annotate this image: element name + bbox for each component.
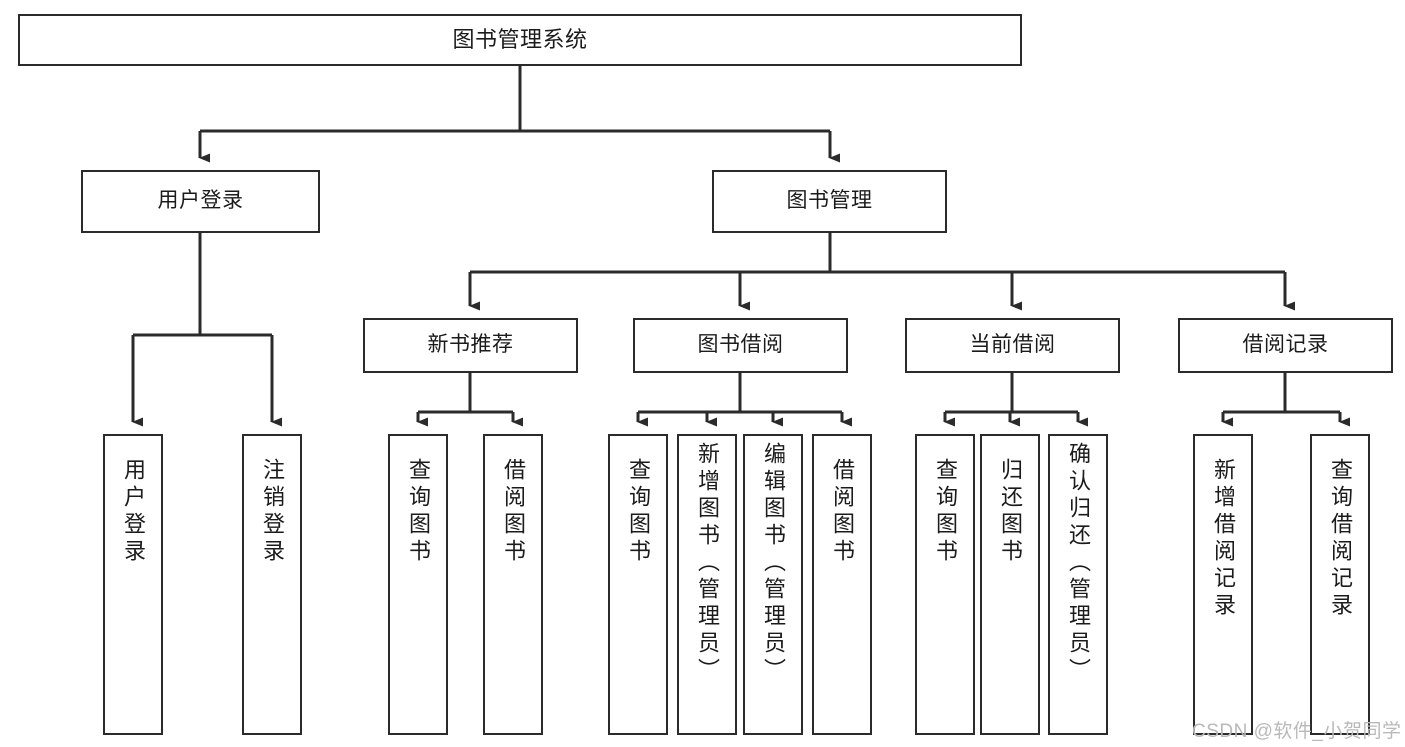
leaf-query-book-recommend[interactable]: 查询图书 [388, 434, 448, 735]
leaf-label: 查询图书 [406, 458, 431, 566]
leaf-edit-book-admin[interactable]: 编辑图书（管理员） [743, 434, 803, 735]
leaf-label: 查询图书 [626, 458, 651, 566]
node-book-borrow[interactable]: 图书借阅 [633, 318, 848, 373]
leaf-borrow-book-recommend[interactable]: 借阅图书 [483, 434, 543, 735]
node-label: 借阅记录 [1242, 333, 1329, 357]
leaf-return-book[interactable]: 归还图书 [980, 434, 1040, 735]
leaf-borrow-book-borrow[interactable]: 借阅图书 [812, 434, 872, 735]
leaf-label: 新增借阅记录 [1211, 458, 1236, 620]
node-current-borrow[interactable]: 当前借阅 [905, 318, 1120, 373]
node-label: 图书管理系统 [452, 27, 588, 53]
node-root-system[interactable]: 图书管理系统 [18, 14, 1022, 66]
leaf-label: 查询图书 [933, 458, 958, 566]
leaf-label: 用户登录 [121, 458, 146, 566]
leaf-label: 新增图书（管理员） [695, 442, 720, 685]
node-label: 用户登录 [157, 189, 244, 213]
leaf-confirm-return-admin[interactable]: 确认归还（管理员） [1048, 434, 1108, 735]
leaf-user-login[interactable]: 用户登录 [103, 434, 163, 735]
node-label: 图书管理 [786, 189, 873, 213]
leaf-label: 归还图书 [998, 458, 1023, 566]
leaf-label: 确认归还（管理员） [1066, 442, 1091, 685]
node-book-manage[interactable]: 图书管理 [712, 170, 947, 233]
node-borrow-record[interactable]: 借阅记录 [1178, 318, 1393, 373]
watermark-text: CSDN @软件_小贺同学 [1192, 721, 1402, 742]
leaf-label: 编辑图书（管理员） [761, 442, 786, 685]
node-new-book-recommend[interactable]: 新书推荐 [363, 318, 578, 373]
leaf-add-borrow-record[interactable]: 新增借阅记录 [1193, 434, 1253, 735]
leaf-logout[interactable]: 注销登录 [242, 434, 302, 735]
leaf-add-book-admin[interactable]: 新增图书（管理员） [677, 434, 737, 735]
leaf-query-book-current[interactable]: 查询图书 [915, 434, 975, 735]
node-user-login[interactable]: 用户登录 [81, 170, 320, 233]
leaf-label: 借阅图书 [501, 458, 526, 566]
leaf-label: 借阅图书 [830, 458, 855, 566]
leaf-label: 注销登录 [260, 458, 285, 566]
leaf-query-book-borrow[interactable]: 查询图书 [608, 434, 668, 735]
node-label: 当前借阅 [969, 333, 1056, 357]
node-label: 图书借阅 [697, 333, 784, 357]
leaf-label: 查询借阅记录 [1328, 458, 1353, 620]
node-label: 新书推荐 [427, 333, 514, 357]
leaf-query-borrow-record[interactable]: 查询借阅记录 [1310, 434, 1370, 735]
